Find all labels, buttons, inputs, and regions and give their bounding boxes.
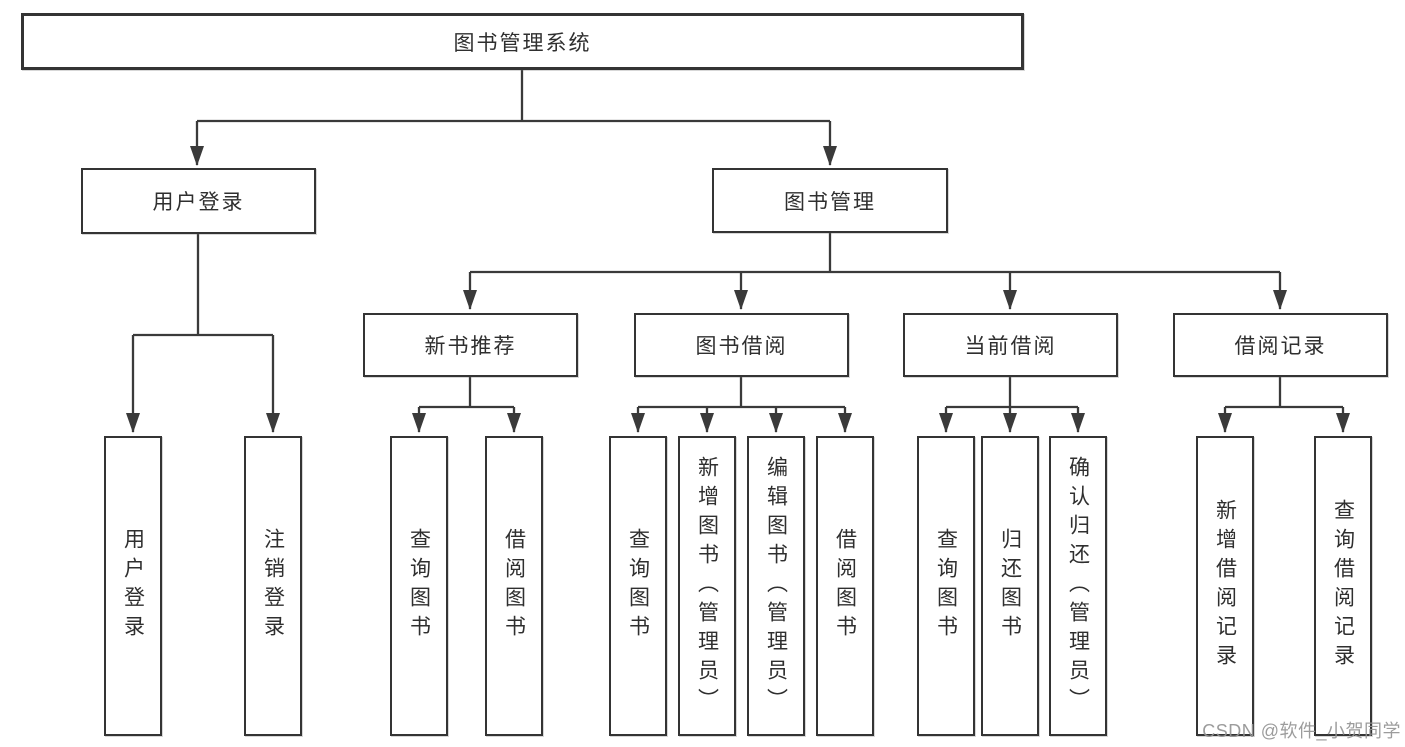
- leaf-recommend-borrow-books-label: 借阅图书: [502, 528, 526, 644]
- leaf-borrowing-borrow-books: 借阅图书: [816, 436, 874, 736]
- node-borrow-records-label: 借阅记录: [1234, 335, 1327, 358]
- leaf-confirm-return-admin: 确认归还（管理员）: [1049, 436, 1107, 736]
- node-new-book-recommend: 新书推荐: [363, 313, 578, 377]
- leaf-logout-label: 注销登录: [261, 528, 285, 644]
- leaf-user-login: 用户登录: [104, 436, 162, 736]
- leaf-query-borrow-record-label: 查询借阅记录: [1331, 499, 1355, 673]
- leaf-query-borrow-record: 查询借阅记录: [1314, 436, 1372, 736]
- node-book-borrowing: 图书借阅: [634, 313, 849, 377]
- leaf-borrowing-borrow-books-label: 借阅图书: [833, 528, 857, 644]
- leaf-borrowing-query-books-label: 查询图书: [626, 528, 650, 644]
- leaf-recommend-borrow-books: 借阅图书: [485, 436, 543, 736]
- node-root-label: 图书管理系统: [453, 31, 592, 55]
- leaf-return-book: 归还图书: [981, 436, 1039, 736]
- leaf-add-book-admin-label: 新增图书（管理员）: [695, 455, 719, 717]
- node-current-borrowing: 当前借阅: [903, 313, 1118, 377]
- csdn-watermark: CSDN @软件_小贺同学: [1202, 721, 1401, 741]
- leaf-add-borrow-record: 新增借阅记录: [1196, 436, 1254, 736]
- node-borrow-records: 借阅记录: [1173, 313, 1388, 377]
- leaf-borrowing-query-books: 查询图书: [609, 436, 667, 736]
- leaf-edit-book-admin-label: 编辑图书（管理员）: [764, 455, 788, 717]
- leaf-edit-book-admin: 编辑图书（管理员）: [747, 436, 805, 736]
- node-user-login-label: 用户登录: [152, 191, 245, 214]
- leaf-logout: 注销登录: [244, 436, 302, 736]
- leaf-recommend-query-books-label: 查询图书: [407, 528, 431, 644]
- leaf-return-book-label: 归还图书: [998, 528, 1022, 644]
- leaf-current-query-books-label: 查询图书: [934, 528, 958, 644]
- node-book-management: 图书管理: [712, 168, 948, 233]
- node-book-borrowing-label: 图书借阅: [695, 335, 788, 358]
- leaf-recommend-query-books: 查询图书: [390, 436, 448, 736]
- leaf-current-query-books: 查询图书: [917, 436, 975, 736]
- node-root: 图书管理系统: [21, 13, 1024, 70]
- node-book-management-label: 图书管理: [784, 190, 876, 214]
- leaf-user-login-label: 用户登录: [121, 528, 145, 644]
- leaf-add-borrow-record-label: 新增借阅记录: [1213, 499, 1237, 673]
- node-new-book-recommend-label: 新书推荐: [424, 335, 517, 358]
- node-current-borrowing-label: 当前借阅: [964, 335, 1057, 358]
- leaf-add-book-admin: 新增图书（管理员）: [678, 436, 736, 736]
- leaf-confirm-return-admin-label: 确认归还（管理员）: [1066, 455, 1090, 717]
- node-user-login: 用户登录: [81, 168, 316, 234]
